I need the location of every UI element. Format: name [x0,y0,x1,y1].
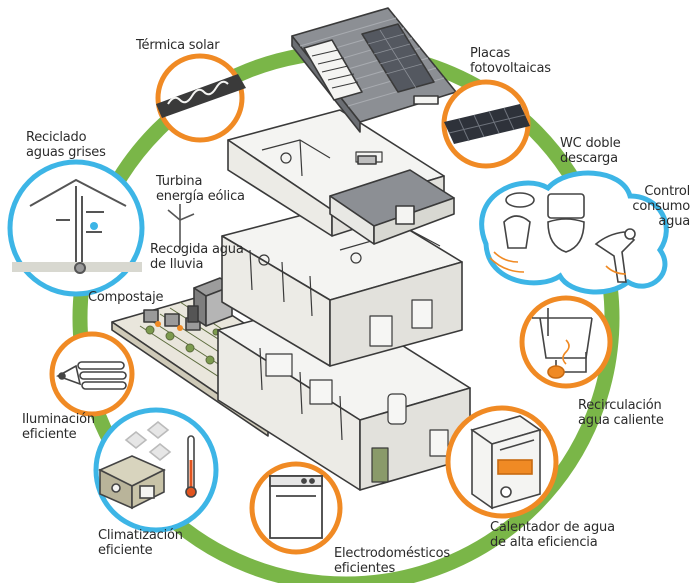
dual-flush-toilet-icon [489,192,585,273]
hvac-circle [93,407,219,533]
label-control-line3: agua [658,214,690,229]
water-control-cloud [479,170,669,295]
water-heater-icon [470,415,542,510]
recirculation-circle [519,295,613,389]
label-termica-solar-text: Térmica solar [136,38,220,53]
label-recirculacion-line2: agua caliente [578,413,664,428]
greywater-recycling-icon [12,178,142,274]
label-electro-line1: Electrodomésticos [334,546,450,561]
solar-thermal-circle [155,53,246,143]
lighting-circle [49,331,135,417]
label-placas-line2: fotovoltaicas [470,61,551,76]
cfl-bulb-icon [56,361,127,390]
label-climatizacion-line2: eficiente [98,543,153,558]
label-recogida-line2: de lluvia [150,257,204,272]
label-compostaje-text: Compostaje [88,290,164,305]
appliances-circle [249,461,343,555]
roof [291,7,457,133]
photovoltaic-panel-icon [444,104,530,144]
label-placas-line1: Placas [470,46,511,61]
hot-water-recirculation-icon [532,308,593,379]
label-recirculacion-line1: Recirculación [578,398,662,413]
label-calentador: Calentador de agua de alta eficiencia [490,520,615,550]
label-calentador-line2: de alta eficiencia [490,535,598,550]
water-heater-circle [445,405,559,519]
label-reciclado: Reciclado aguas grises [26,130,106,160]
label-recirculacion: Recirculación agua caliente [578,398,664,428]
photovoltaic-circle [441,79,531,169]
label-wc-line2: descarga [560,151,618,166]
label-recogida: Recogida agua de lluvia [150,242,244,272]
wind-turbine [167,204,195,250]
label-reciclado-line2: aguas grises [26,145,106,160]
label-control-line1: Control [644,184,690,199]
dishwasher-icon [269,475,323,539]
roof-solar-thermal [303,39,363,101]
label-electro-line2: eficientes [334,561,396,576]
water-tap-icon [594,228,636,283]
label-termica-solar: Térmica solar [136,38,220,53]
label-control: Control consumo agua [616,184,690,229]
label-calentador-line1: Calentador de agua [490,520,615,535]
label-reciclado-line1: Reciclado [26,130,87,145]
label-iluminacion-line2: eficiente [22,427,77,442]
label-control-line2: consumo [632,199,690,214]
greywater-circle [7,159,145,297]
solar-thermal-collector-icon [156,74,246,118]
label-turbina-line1: Turbina [156,174,203,189]
label-compostaje: Compostaje [88,290,164,305]
label-iluminacion: Iluminación eficiente [22,412,95,442]
label-wc: WC doble descarga [560,136,621,166]
label-recogida-line1: Recogida agua [150,242,244,257]
label-climatizacion: Climatización eficiente [98,528,183,558]
hvac-unit-icon [98,420,197,510]
house-illustration [111,7,471,491]
label-iluminacion-line1: Iluminación [22,412,95,427]
label-placas: Placas fotovoltaicas [470,46,551,76]
label-wc-line1: WC doble [560,136,621,151]
label-electro: Electrodomésticos eficientes [334,546,450,576]
label-turbina-line2: energía eólica [156,189,245,204]
label-climatizacion-line1: Climatización [98,528,183,543]
label-turbina: Turbina energía eólica [156,174,245,204]
